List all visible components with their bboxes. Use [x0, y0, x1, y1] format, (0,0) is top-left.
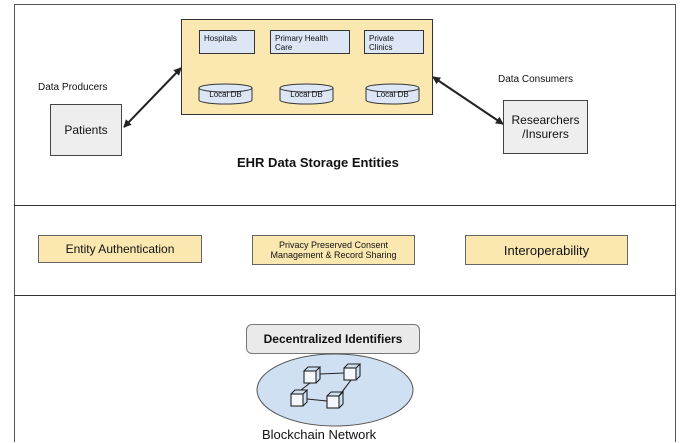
- patients-box: Patients: [50, 104, 122, 156]
- entity-hospitals-line1: Hospitals: [204, 34, 237, 43]
- local-db-label: Local DB: [290, 90, 323, 99]
- local-db-hospitals: Local DB: [198, 83, 253, 105]
- database-icon: [365, 83, 420, 105]
- entity-private-line2: Clinics: [369, 43, 393, 52]
- researchers-line1: Researchers: [511, 113, 580, 127]
- entity-primary-health-care: Primary Health Care: [270, 30, 350, 54]
- diagram-frame: [14, 4, 676, 442]
- entity-primary-line1: Primary Health: [275, 34, 328, 43]
- consent-line2: Management & Record Sharing: [270, 250, 397, 260]
- entity-authentication-label: Entity Authentication: [65, 242, 175, 256]
- patients-label: Patients: [64, 123, 108, 137]
- entity-hospitals: Hospitals: [199, 30, 255, 54]
- researchers-insurers-box: Researchers /Insurers: [503, 100, 588, 154]
- data-producers-label: Data Producers: [38, 82, 108, 93]
- local-db-label: Local DB: [209, 90, 242, 99]
- entity-private-clinics: Private Clinics: [364, 30, 424, 54]
- interoperability-box: Interoperability: [465, 235, 628, 265]
- consent-line1: Privacy Preserved Consent: [278, 240, 389, 250]
- section-divider-top: [14, 205, 676, 206]
- blockchain-network-label: Blockchain Network: [262, 427, 377, 442]
- local-db-label: Local DB: [376, 90, 409, 99]
- entity-private-line1: Private: [369, 34, 394, 43]
- blockchain-cubes-icon: [290, 363, 362, 409]
- blockchain-network-graphic: [256, 353, 414, 427]
- storage-title: EHR Data Storage Entities: [237, 155, 399, 170]
- data-consumers-label: Data Consumers: [498, 74, 574, 85]
- decentralized-identifiers-label: Decentralized Identifiers: [263, 332, 403, 346]
- consent-management-box: Privacy Preserved Consent Management & R…: [252, 235, 415, 265]
- database-icon: [279, 83, 334, 105]
- interoperability-label: Interoperability: [503, 242, 590, 258]
- entity-primary-line2: Care: [275, 43, 293, 52]
- decentralized-identifiers-box: Decentralized Identifiers: [246, 324, 420, 354]
- local-db-private: Local DB: [365, 83, 420, 105]
- database-icon: [198, 83, 253, 105]
- section-divider-bottom: [14, 295, 676, 296]
- local-db-primary: Local DB: [279, 83, 334, 105]
- researchers-line2: /Insurers: [522, 127, 569, 141]
- entity-authentication-box: Entity Authentication: [38, 235, 202, 263]
